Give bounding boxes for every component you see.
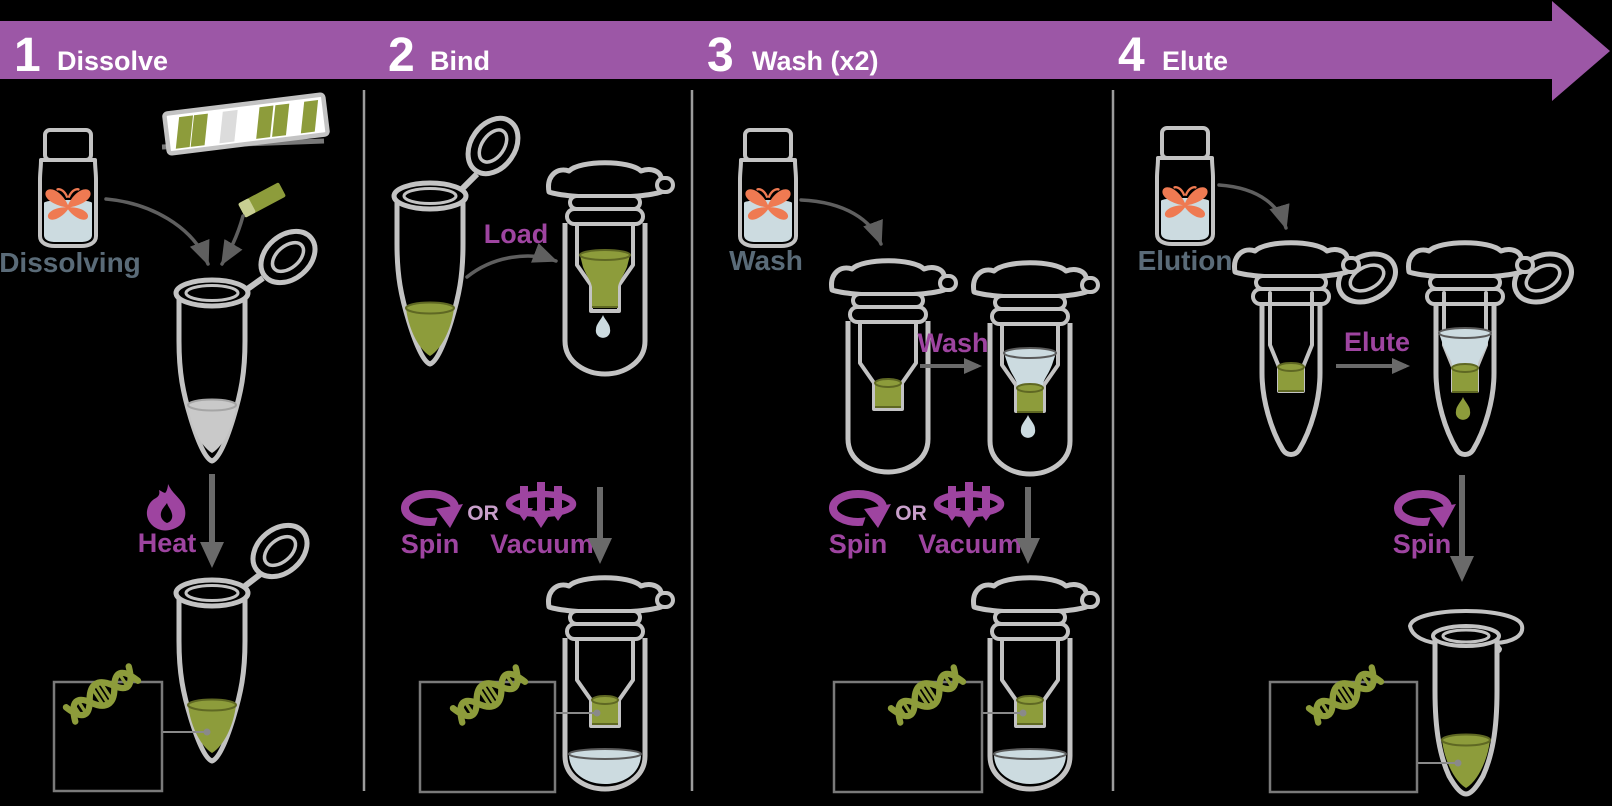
callout-dot xyxy=(593,709,601,717)
callout-dot xyxy=(203,728,211,736)
step4-panel: Elution Elute xyxy=(1138,128,1580,797)
spin-label: Spin xyxy=(829,529,888,559)
vacuum-manifold-icon xyxy=(509,482,573,528)
wash-label: Wash xyxy=(917,328,988,358)
dna-callout-box xyxy=(52,680,164,793)
dna-callout-box xyxy=(1268,680,1419,794)
reagent-bottle-icon xyxy=(1157,128,1213,244)
spin-column-in-tube-icon xyxy=(1409,243,1580,457)
spin-column-icon xyxy=(549,578,673,789)
vacuum-manifold-icon xyxy=(937,482,1001,528)
bottle-label: Wash xyxy=(729,245,803,276)
microcentrifuge-tube-icon xyxy=(176,515,317,761)
callout-dot xyxy=(1454,759,1462,767)
microcentrifuge-tube-icon xyxy=(1408,609,1525,797)
step-number: 4 xyxy=(1118,29,1145,82)
vacuum-label: Vacuum xyxy=(918,529,1022,559)
transfer-arrow xyxy=(220,214,245,266)
gel-slice-icon xyxy=(238,182,286,218)
banner-arrow-shape xyxy=(0,1,1610,101)
step-number: 3 xyxy=(707,29,734,82)
step-number: 1 xyxy=(14,29,41,82)
spin-label: Spin xyxy=(1393,529,1452,559)
microcentrifuge-tube-icon xyxy=(394,109,528,364)
dna-helix-icon xyxy=(64,664,140,725)
banner-step-3: 3 Wash (x2) xyxy=(707,29,879,82)
callout-dot xyxy=(1019,709,1027,717)
transfer-arrow xyxy=(799,198,883,246)
spin-column-icon xyxy=(549,163,673,374)
process-arrow-banner: 1 Dissolve 2 Bind 3 Wash (x2) 4 Elute xyxy=(0,1,1610,101)
transfer-arrow xyxy=(104,197,210,266)
dna-callout-box xyxy=(418,680,557,794)
transfer-arrow xyxy=(465,243,558,279)
elute-label: Elute xyxy=(1344,327,1410,357)
banner-step-4: 4 Elute xyxy=(1118,29,1228,82)
dna-callout-box xyxy=(832,680,984,794)
bottle-label: Dissolving xyxy=(0,247,141,278)
step2-panel: Load OR Spin Vacuum xyxy=(394,109,673,794)
spin-column-icon xyxy=(974,263,1098,474)
step-label: Elute xyxy=(1162,46,1228,76)
or-label: OR xyxy=(467,502,499,525)
dna-helix-icon xyxy=(1307,665,1383,726)
or-label: OR xyxy=(895,502,927,525)
step-label: Bind xyxy=(430,46,490,76)
reagent-bottle-icon xyxy=(740,130,796,246)
dna-helix-icon xyxy=(451,665,527,726)
flame-icon xyxy=(146,484,186,531)
step-label: Dissolve xyxy=(57,46,168,76)
banner-step-1: 1 Dissolve xyxy=(14,29,168,82)
reagent-bottle-icon xyxy=(40,130,96,246)
bottle-label: Elution xyxy=(1138,245,1233,276)
load-label: Load xyxy=(484,219,549,249)
spin-column-icon xyxy=(974,578,1098,789)
spin-label: Spin xyxy=(401,529,460,559)
transfer-arrow xyxy=(1217,183,1290,230)
step-number: 2 xyxy=(388,29,415,82)
agarose-gel-icon xyxy=(162,92,330,156)
step3-panel: Wash Wash OR Spin Vacuum xyxy=(729,130,1098,794)
banner-step-2: 2 Bind xyxy=(388,29,490,82)
heat-label: Heat xyxy=(138,528,197,558)
step-label: Wash (x2) xyxy=(752,46,879,76)
vacuum-label: Vacuum xyxy=(490,529,594,559)
spin-column-in-tube-icon xyxy=(1235,243,1404,457)
microcentrifuge-tube-icon xyxy=(176,221,325,461)
step1-panel: Dissolving Heat xyxy=(0,92,330,793)
dna-helix-icon xyxy=(889,665,965,726)
